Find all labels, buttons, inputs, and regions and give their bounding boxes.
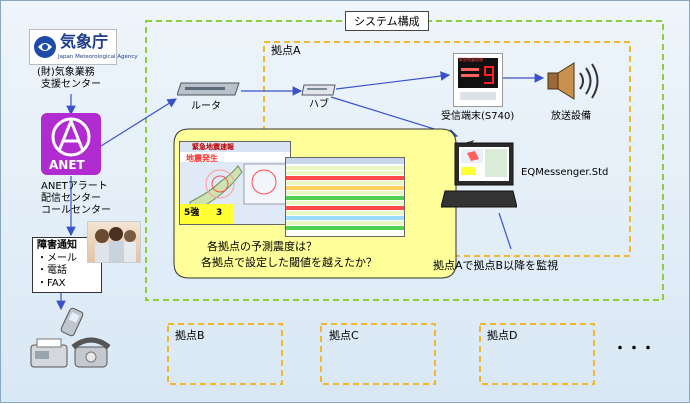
failure-notice-box: 障害通知 ・メール ・電話 ・FAX — [32, 237, 102, 293]
monitor-note: 拠点Aで拠点B以降を監視 — [433, 259, 559, 272]
app-alert-text: 地震発生 — [186, 154, 218, 163]
jma-emblem-icon — [34, 36, 56, 58]
hub-icon — [301, 84, 336, 96]
failure-notice-item: ・FAX — [37, 277, 66, 289]
site-b-label: 拠点B — [175, 329, 205, 342]
jma-caption-2: 支援センター — [41, 79, 101, 90]
broadcast-label: 放送設備 — [551, 111, 591, 122]
operators-icon — [95, 227, 136, 262]
failure-notice-item: ・メール — [37, 252, 77, 264]
app-screen-header-bar: 緊急地震速報 — [180, 142, 290, 152]
laptop-icon — [441, 142, 517, 208]
intensity-label: 5強 — [184, 208, 200, 218]
failure-notice-title: 障害通知 — [37, 240, 77, 251]
site-d-boundary — [479, 323, 595, 385]
call-center-operators-image — [87, 221, 141, 263]
router-label: ルータ — [191, 101, 221, 112]
fax-machine-icon — [30, 338, 68, 368]
anet-logo: ANET — [41, 113, 101, 175]
anet-caption-1: ANETアラート — [41, 181, 108, 192]
jma-logo-text: 気象庁 — [60, 32, 109, 51]
terminal-display-header: 緊急地震速報 — [459, 57, 483, 62]
site-b-boundary — [167, 323, 283, 385]
anet-caption-2: 配信センター — [41, 193, 101, 204]
site-c-boundary — [320, 323, 436, 385]
anet-caption-3: コールセンター — [41, 205, 111, 216]
hub-label: ハブ — [309, 99, 329, 110]
site-d-label: 拠点D — [487, 329, 518, 342]
laptop-label: EQMessenger.Std — [521, 167, 609, 178]
jma-logo: 気象庁 Japan Meteorological Agency — [29, 29, 138, 65]
app-screen-table — [285, 157, 405, 237]
failure-notice-item: ・電話 — [37, 265, 67, 276]
intensity-value: 3 — [216, 208, 223, 218]
speaker-icon — [547, 62, 599, 100]
terminal-display: 緊急地震速報 — [458, 57, 498, 88]
mobile-phone-icon — [60, 307, 84, 337]
anet-emblem-icon — [51, 116, 91, 157]
system-boundary — [145, 20, 664, 301]
jma-logo-subtext: Japan Meteorological Agency — [58, 54, 138, 60]
phone-fax-icons — [30, 307, 111, 368]
system-title: システム構成 — [345, 11, 429, 31]
app-screen-map: 緊急地震速報 地震発生 5強 3 — [179, 141, 291, 225]
app-screen-header: 緊急地震速報 — [192, 143, 234, 151]
terminal-label: 受信端末(S740) — [441, 111, 515, 122]
site-c-label: 拠点C — [329, 329, 359, 342]
router-icon — [177, 82, 240, 96]
jma-caption-1: (財)気象業務 — [37, 67, 95, 78]
site-status-table-graphic — [286, 158, 404, 230]
site-a-label: 拠点A — [271, 44, 301, 57]
seven-segment-digit — [461, 66, 494, 84]
bubble-line-1: 各拠点の予測震度は？ — [207, 240, 317, 253]
more-sites-ellipsis: ・・・ — [613, 341, 655, 357]
bubble-line-2: 各拠点で設定した閾値を越えたか？ — [201, 256, 377, 269]
anet-logo-text: ANET — [49, 158, 85, 172]
receiver-terminal: 緊急地震速報 — [453, 53, 503, 107]
desk-phone-icon — [71, 337, 111, 368]
intensity-panel: 5強 3 — [180, 204, 234, 224]
